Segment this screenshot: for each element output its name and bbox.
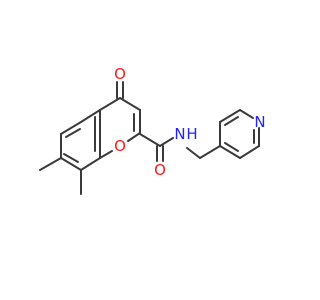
bond (127, 132, 141, 142)
atom-label-layer: O O O N H N (114, 65, 266, 179)
bond (239, 145, 260, 159)
bond (80, 157, 101, 171)
bond (219, 145, 241, 159)
bond (65, 128, 81, 138)
molecule-structure: O O O N H N (39, 65, 266, 195)
bond (39, 157, 62, 171)
bond (119, 97, 141, 111)
bond-layer (39, 81, 260, 195)
ketone-oxygen-label: O (114, 65, 126, 83)
bond (224, 142, 239, 152)
bond (139, 133, 161, 147)
molecule-canvas: O O O N H N (39, 65, 266, 195)
amide-hydrogen-label: H (186, 125, 197, 143)
pyridine-nitrogen-label: N (254, 113, 265, 131)
bond (63, 153, 79, 163)
bond (239, 109, 254, 119)
bond (219, 109, 241, 123)
bond (224, 116, 239, 126)
ring-oxygen-label: O (114, 137, 126, 155)
bond (60, 157, 82, 171)
bond (60, 121, 82, 135)
bond (186, 147, 201, 159)
bond (80, 109, 101, 123)
bond (99, 97, 121, 111)
bond (99, 150, 113, 159)
amide-nitrogen-label: N (174, 125, 185, 143)
bond (199, 145, 221, 159)
bond (159, 137, 174, 147)
amide-oxygen-label: O (154, 161, 166, 179)
